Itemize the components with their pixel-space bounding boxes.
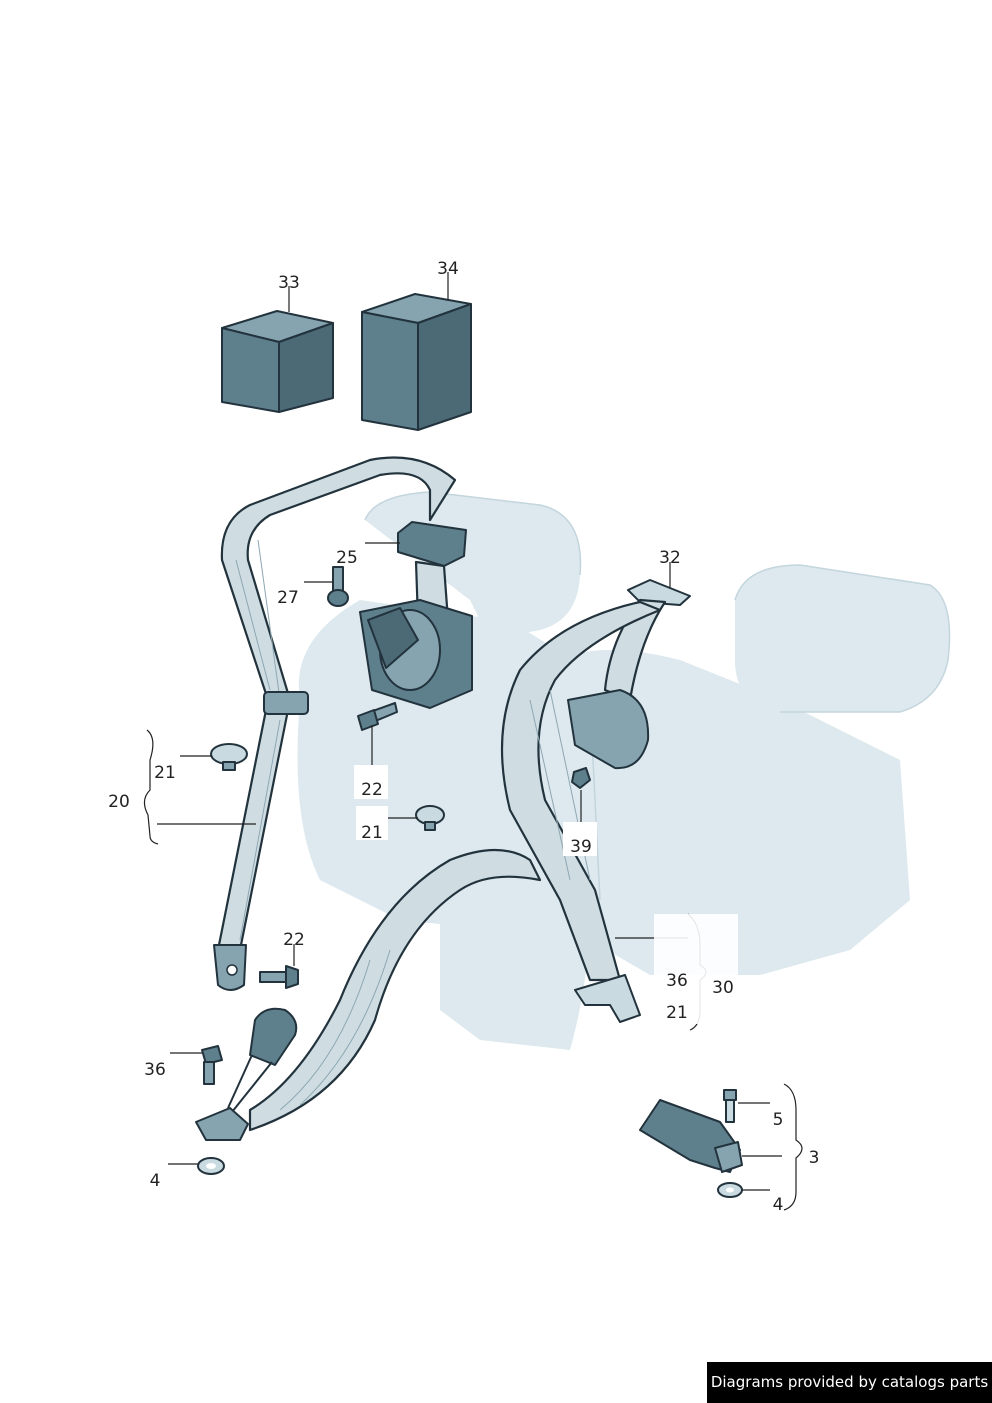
buckle-belt-36 xyxy=(195,848,542,1141)
label-bg-30 xyxy=(654,914,738,1024)
right-seat-belt-32 xyxy=(567,579,691,770)
callout-22: 22 xyxy=(361,780,383,800)
callout-labels: 33 34 25 27 32 21 20 22 21 39 22 36 30 2… xyxy=(108,259,819,1215)
callout-39: 39 xyxy=(570,837,592,857)
part-36-bolt xyxy=(201,1045,223,1085)
callout-3: 3 xyxy=(809,1148,820,1168)
callout-36: 36 xyxy=(144,1060,166,1080)
part-34-box xyxy=(361,293,472,431)
part-39-nut xyxy=(571,767,591,789)
part-5-screw xyxy=(723,1089,737,1123)
part-4-washer-right xyxy=(717,1182,743,1198)
part-27-bolt xyxy=(327,566,349,607)
credit-banner: Diagrams provided by catalogs parts xyxy=(707,1362,992,1403)
part-33-box xyxy=(221,310,334,413)
callout-22: 22 xyxy=(283,930,305,950)
label-bg-22 xyxy=(354,765,388,799)
callout-32: 32 xyxy=(659,548,681,568)
part-22-bolt-upper xyxy=(357,702,398,731)
callout-21: 21 xyxy=(154,763,176,783)
callout-21: 21 xyxy=(361,823,383,843)
callout-25: 25 xyxy=(336,548,358,568)
part-3-buckle xyxy=(639,1099,743,1173)
callout-20: 20 xyxy=(108,792,130,812)
part-22-bolt-lower xyxy=(259,965,299,989)
callout-36: 36 xyxy=(666,971,688,991)
label-bg-39 xyxy=(563,822,597,856)
callout-27: 27 xyxy=(277,588,299,608)
part-21-cap-left xyxy=(210,743,248,771)
callout-30: 30 xyxy=(712,978,734,998)
part-4-washer-left xyxy=(197,1157,225,1175)
left-seat-belt xyxy=(213,456,457,991)
label-bg-21 xyxy=(356,806,388,840)
callout-33: 33 xyxy=(278,273,300,293)
centre-seat-belt-30 xyxy=(500,600,662,1023)
part-25-retractor xyxy=(359,521,473,709)
callout-34: 34 xyxy=(437,259,459,279)
callout-4: 4 xyxy=(773,1195,784,1215)
part-21-cap-middle xyxy=(415,805,445,831)
callout-21: 21 xyxy=(666,1003,688,1023)
callout-5: 5 xyxy=(773,1110,784,1130)
callout-4: 4 xyxy=(150,1171,161,1191)
